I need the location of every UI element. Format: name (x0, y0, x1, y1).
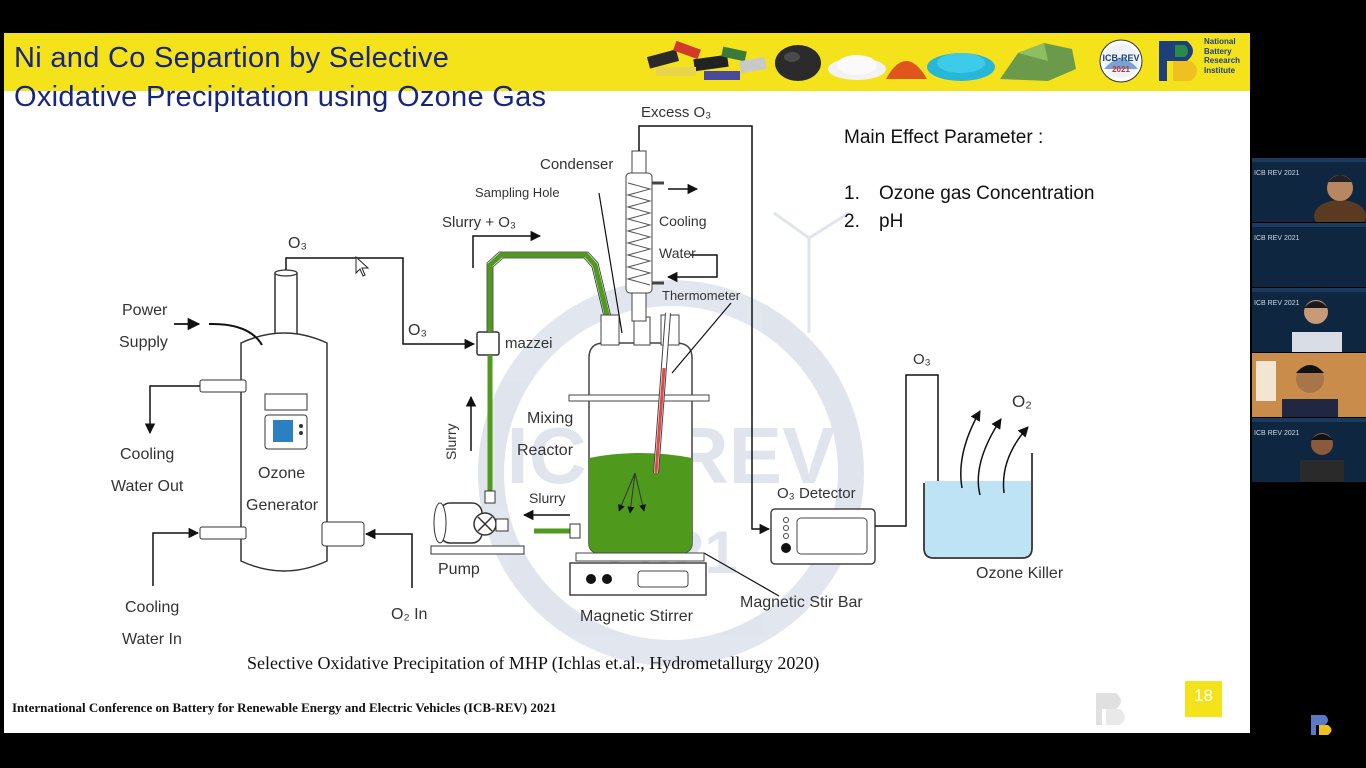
param-item: 2. pH (844, 208, 1094, 236)
nbri-line-2: Battery (1204, 46, 1232, 56)
green-mineral-image (1000, 43, 1076, 81)
black-mass-image (775, 45, 821, 81)
label-slurry-up: Slurry (443, 423, 459, 460)
tile-strip (1252, 418, 1366, 422)
slide-title-line-1: Ni and Co Separtion by Selective (14, 42, 450, 74)
label-o3-killer-in: O₃ (913, 351, 931, 368)
label-cooling-in: Cooling (125, 599, 179, 616)
nbri-logo (1159, 41, 1197, 81)
participant-video-4[interactable] (1252, 353, 1366, 417)
label-o3-gen: O₃ (288, 235, 307, 252)
tile-strip (1252, 158, 1366, 162)
tile-label: ICB REV 2021 (1254, 430, 1300, 437)
nbri-text: National Battery Research Institute (1204, 37, 1240, 75)
label-ozone: Ozone (258, 465, 305, 482)
pump (430, 490, 581, 555)
slide-title-line-2: Oxidative Precipitation using Ozone Gas (14, 81, 547, 113)
label-o3-detector: O₃ Detector (777, 485, 856, 502)
red-powder-image (886, 61, 927, 79)
person-avatar (1314, 175, 1366, 222)
label-water: Water (659, 245, 696, 261)
params-heading: Main Effect Parameter : (844, 127, 1044, 148)
figure-caption: Selective Oxidative Precipitation of MHP… (247, 653, 820, 673)
param-text: pH (879, 211, 904, 232)
label-thermometer: Thermometer (662, 288, 741, 303)
label-o3-mazzei: O₃ (408, 322, 427, 339)
battery-scrap-image (646, 40, 767, 80)
person-avatar (1292, 300, 1342, 352)
participant-video-1[interactable]: ICB REV 2021 (1252, 158, 1366, 222)
presentation-slide: Ni and Co Separtion by Selective (4, 33, 1250, 733)
mixing-reactor (568, 312, 710, 554)
param-text: Ozone gas Concentration (879, 183, 1095, 204)
label-excess-o3: Excess O₃ (641, 104, 711, 121)
label-magnetic-stir-bar: Magnetic Stir Bar (740, 594, 863, 611)
icb-rev-logo (1099, 39, 1143, 83)
conference-footer: International Conference on Battery for … (12, 700, 557, 715)
label-mazzei: mazzei (505, 335, 553, 352)
label-reactor: Reactor (517, 442, 574, 459)
label-mixing: Mixing (527, 410, 573, 427)
label-cooling: Cooling (659, 213, 706, 229)
process-diagram: ICB-REV 2021 (111, 104, 1064, 666)
participant-video-5[interactable]: ICB REV 2021 (1252, 418, 1366, 482)
main-effect-parameters: Main Effect Parameter : 1. Ozone gas Conc… (844, 124, 1094, 236)
label-magnetic-stirrer: Magnetic Stirrer (580, 608, 694, 625)
label-slurry-back: Slurry (529, 490, 566, 506)
nbri-watermark-logo (1096, 693, 1125, 725)
tile-strip (1252, 288, 1366, 292)
param-number: 2. (844, 211, 860, 232)
nbri-line-1: National (1204, 37, 1236, 46)
label-o2-in: O₂ In (391, 606, 427, 623)
label-o2-out: O₂ (1012, 392, 1032, 411)
param-number: 1. (844, 183, 860, 204)
ozone-killer (923, 410, 1033, 559)
label-power: Power (122, 302, 168, 319)
icb-rev-badge-year: 2021 (1112, 65, 1130, 74)
person-avatar (1252, 353, 1366, 417)
label-supply: Supply (119, 334, 168, 351)
label-pump: Pump (438, 561, 480, 578)
ozone-generator (199, 269, 365, 572)
label-cooling-out: Cooling (120, 446, 174, 463)
label-water-out: Water Out (111, 478, 184, 495)
slide-number: 18 (1185, 681, 1222, 717)
nbri-line-3: Research (1204, 56, 1241, 65)
label-sampling-hole: Sampling Hole (475, 185, 560, 200)
param-item: 1. Ozone gas Concentration (844, 180, 1094, 208)
mazzei-injector (476, 331, 500, 356)
tile-label: ICB REV 2021 (1254, 235, 1300, 242)
mouse-cursor-icon (355, 255, 370, 277)
label-ozone-killer: Ozone Killer (976, 565, 1064, 582)
tile-label: ICB REV 2021 (1254, 300, 1300, 307)
label-generator: Generator (246, 497, 319, 514)
tile-strip (1252, 223, 1366, 227)
tile-label: ICB REV 2021 (1254, 170, 1300, 177)
blue-powder-image (927, 53, 995, 81)
label-slurry-o3: Slurry + O₃ (442, 214, 516, 231)
slurry-loop (487, 252, 641, 534)
magnetic-stirrer (569, 552, 707, 596)
person-avatar (1300, 433, 1344, 482)
participant-video-3[interactable]: ICB REV 2021 (1252, 288, 1366, 352)
participant-video-2[interactable]: ICB REV 2021 (1252, 223, 1366, 287)
icb-rev-badge-text: ICB-REV (1102, 53, 1140, 63)
nbri-line-4: Institute (1204, 65, 1236, 75)
label-water-in: Water In (122, 631, 182, 648)
white-powder-image (828, 55, 886, 80)
label-condenser: Condenser (540, 156, 613, 173)
o3-detector (770, 508, 876, 565)
title-banner: Ni and Co Separtion by Selective (4, 33, 1250, 91)
nbri-corner-logo (1311, 715, 1332, 735)
condenser (625, 150, 664, 322)
